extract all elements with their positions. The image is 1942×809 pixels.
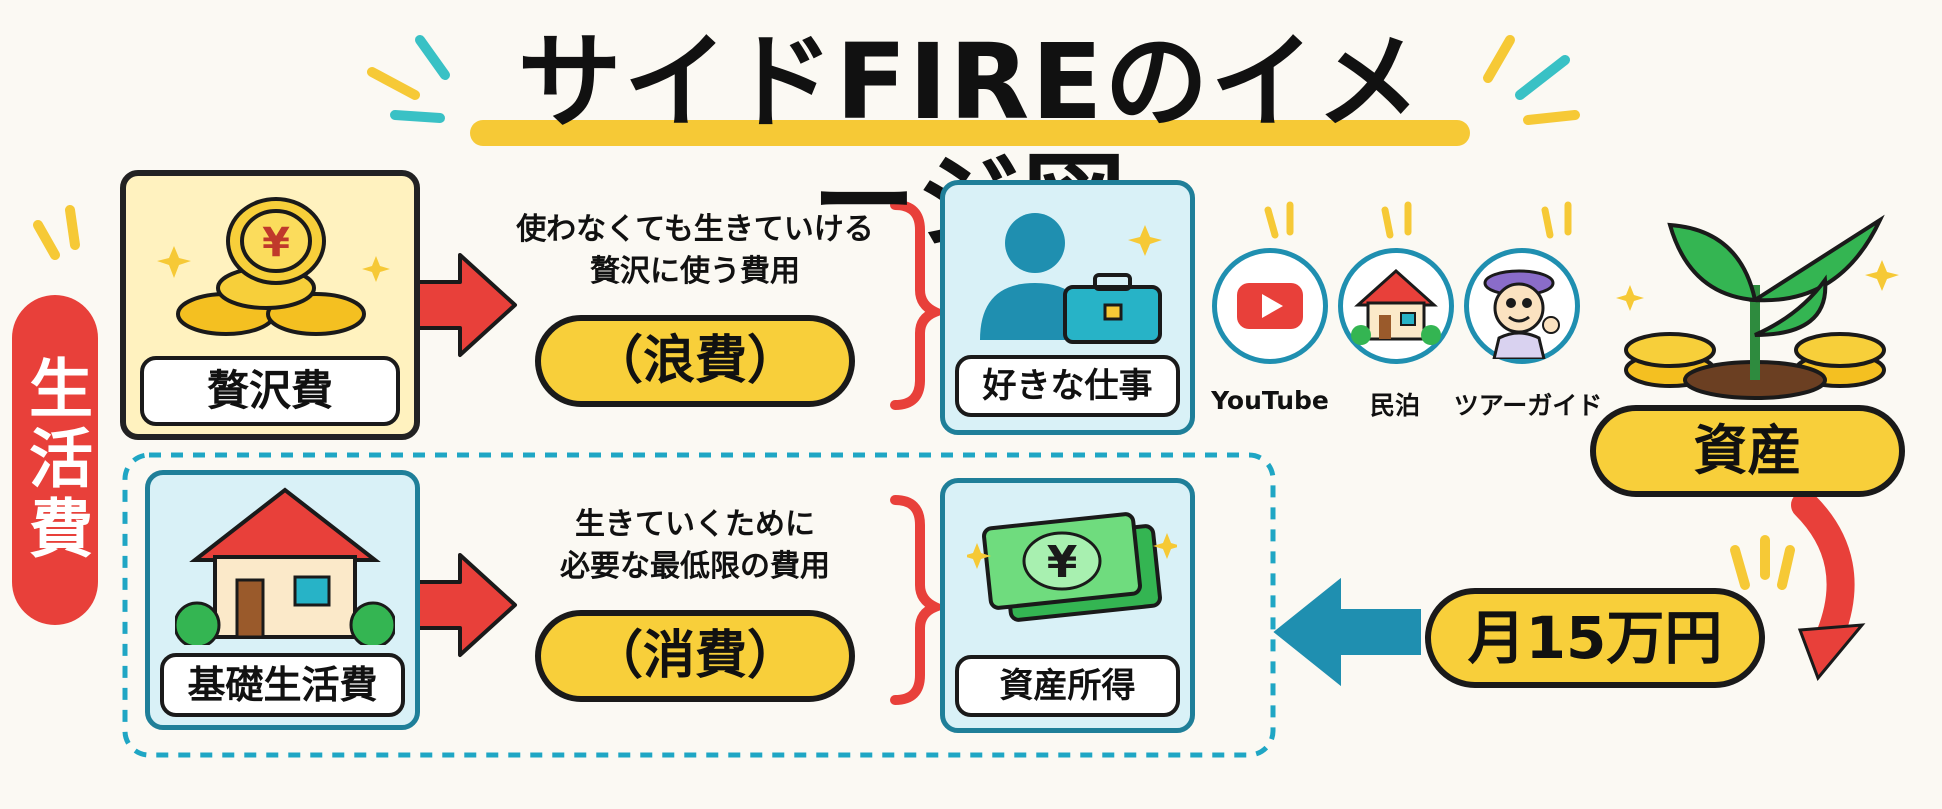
youtube-icon — [1237, 283, 1303, 329]
coins-icon: ¥ — [157, 197, 390, 336]
basic-caption-line2: 必要な最低限の費用 — [560, 549, 830, 584]
basic-bracket — [890, 495, 948, 705]
monthly-income-label: 月15万円 — [1425, 588, 1765, 688]
job-label: 好きな仕事 — [955, 355, 1180, 417]
worker-icon — [980, 213, 1162, 344]
asset-income-label: 資産所得 — [955, 655, 1180, 717]
title-underline — [470, 120, 1470, 146]
asset-income-box: ¥ 資産所得 — [940, 478, 1195, 733]
plant-coins-icon — [1616, 214, 1899, 400]
money-icon: ¥ — [967, 512, 1177, 622]
basic-caption-line1: 生きていくために — [575, 507, 815, 542]
minpaku-circle — [1338, 248, 1454, 364]
side-label: 生活費 — [12, 295, 98, 625]
house-icon — [175, 487, 395, 645]
house-small-icon — [1351, 268, 1441, 345]
basic-label: 基礎生活費 — [160, 653, 405, 717]
minpaku-label: 民泊 — [1369, 391, 1420, 420]
job-box: 好きな仕事 — [940, 180, 1195, 435]
luxury-caption-line1: 使わなくても生きていける — [516, 212, 874, 247]
income-arrow — [1273, 577, 1421, 687]
money-symbol: ¥ — [1047, 537, 1078, 588]
basic-box: 基礎生活費 — [145, 470, 420, 730]
basic-pill: （消費） — [535, 610, 855, 702]
luxury-bracket — [890, 200, 948, 410]
basic-group-outline — [122, 452, 1276, 758]
tour-guide-icon — [1483, 269, 1560, 361]
assets-to-income-arrow — [1791, 491, 1855, 649]
youtube-label: YouTube — [1211, 386, 1329, 415]
tourguide-label: ツアーガイド — [1453, 391, 1603, 420]
luxury-pill: （浪費） — [535, 315, 855, 407]
coin-symbol: ¥ — [262, 220, 290, 266]
tourguide-circle — [1464, 248, 1580, 364]
side-label-text: 生活費 — [18, 355, 92, 565]
luxury-caption-line2: 贅沢に使う費用 — [590, 254, 800, 289]
assets-label: 資産 — [1590, 405, 1905, 497]
luxury-box: ¥ 贅沢費 — [120, 170, 420, 440]
youtube-circle — [1212, 248, 1328, 364]
luxury-label: 贅沢費 — [140, 356, 400, 426]
